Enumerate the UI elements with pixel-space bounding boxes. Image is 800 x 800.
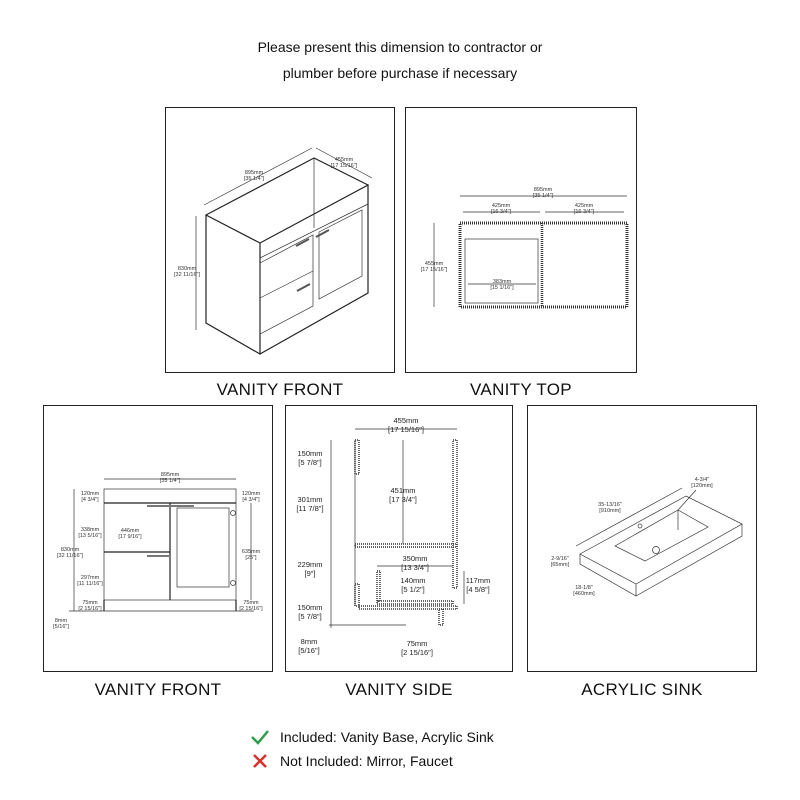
- top-width-mm: 895mm: [534, 187, 553, 193]
- caption-vanity-front-iso: VANITY FRONT: [216, 380, 344, 399]
- front-top-left-mm: 120mm: [81, 491, 100, 497]
- side-drawer-height-in: [5 1/2"]: [401, 585, 425, 594]
- front-drawer2-mm: 297mm: [81, 575, 100, 581]
- sink-bowl-mm: [120mm]: [691, 483, 713, 489]
- panel-vanity-side: 455mm [17 15/16"] 150mm [5 7/8"] 301mm […: [285, 405, 513, 672]
- front-leg-right-in: [2 15/16"]: [239, 606, 263, 612]
- front-width-mm: 895mm: [161, 472, 180, 478]
- sink-drawing: 35-13/16" [910mm] 4-3/4" [120mm] 2-9/16"…: [551, 477, 743, 597]
- vanity-front-drawing: 895mm [35 1/4"] 120mm [4 3/4"] 120mm [4 …: [53, 472, 263, 630]
- legend-included: Included: Vanity Base, Acrylic Sink: [250, 727, 494, 747]
- front-leg-left-mm: 75mm: [82, 600, 98, 606]
- panel-vanity-front-iso: 895mm [35 1/4"] 455mm [17 15/16"] 830mm …: [165, 107, 395, 373]
- side-a-mm: 150mm: [297, 449, 322, 458]
- sink-length-mm: [910mm]: [599, 508, 621, 514]
- side-c-in: [9"]: [304, 569, 315, 578]
- top-right-mm: 425mm: [575, 203, 594, 209]
- sink-thickness-in: 2-9/16": [551, 556, 569, 562]
- instruction-line-1: Please present this dimension to contrac…: [257, 39, 543, 55]
- top-left-mm: 425mm: [492, 203, 511, 209]
- front-drawer-width-mm: 446mm: [121, 528, 140, 534]
- panel-vanity-front: 895mm [35 1/4"] 120mm [4 3/4"] 120mm [4 …: [43, 405, 273, 672]
- panel-acrylic-sink: 35-13/16" [910mm] 4-3/4" [120mm] 2-9/16"…: [527, 405, 757, 672]
- caption-vanity-side: VANITY SIDE: [345, 680, 453, 699]
- front-top-right-in: [4 3/4"]: [242, 497, 260, 503]
- side-b-mm: 301mm: [297, 495, 322, 504]
- side-drawer-depth-in: [13 3/4"]: [401, 563, 429, 572]
- x-icon: [253, 754, 267, 768]
- side-drawer-height-mm: 140mm: [400, 576, 425, 585]
- iso-depth-mm: 455mm: [335, 157, 354, 163]
- top-inner-in: [15 1/16"]: [490, 285, 514, 291]
- front-foot-in: [5/16"]: [53, 624, 69, 630]
- iso-width-mm: 895mm: [245, 170, 264, 176]
- side-depth-in: [17 15/16"]: [388, 425, 424, 434]
- side-inner-in: [17 3/4"]: [389, 495, 417, 504]
- side-leg-in: [2 15/16"]: [401, 648, 433, 657]
- sink-thickness-mm: [65mm]: [551, 562, 570, 568]
- caption-vanity-front: VANITY FRONT: [94, 680, 222, 699]
- front-drawer2-in: [11 11/16"]: [77, 581, 103, 587]
- front-total-mm: 830mm: [61, 547, 80, 553]
- iso-depth-in: [17 15/16"]: [331, 163, 358, 169]
- side-foot-in: [5/16"]: [298, 646, 319, 655]
- side-d-mm: 150mm: [297, 603, 322, 612]
- vanity-top-drawing: 895mm [35 1/4"] 425mm [16 3/4"] 425mm [1…: [421, 187, 629, 309]
- vanity-side-drawing: 455mm [17 15/16"] 150mm [5 7/8"] 301mm […: [296, 416, 490, 657]
- top-inner-mm: 383mm: [493, 279, 512, 285]
- front-drawer-width-in: [17 9/16"]: [118, 534, 142, 540]
- top-left-in: [16 3/4"]: [491, 209, 512, 215]
- iso-height-in: [32 11/16"]: [174, 272, 200, 278]
- side-a-in: [5 7/8"]: [298, 458, 322, 467]
- sink-depth-in: 18-1/8": [575, 585, 593, 591]
- side-drawer-depth-mm: 350mm: [402, 554, 427, 563]
- side-drawer-side-in: [4 5/8"]: [466, 585, 490, 594]
- sink-depth-mm: [460mm]: [573, 591, 595, 597]
- front-drawer1-in: [13 5/16"]: [78, 533, 102, 539]
- front-top-right-mm: 120mm: [242, 491, 261, 497]
- instruction-line-2: plumber before purchase if necessary: [282, 65, 518, 81]
- side-inner-mm: 451mm: [390, 486, 415, 495]
- vanity-iso-drawing: 895mm [35 1/4"] 455mm [17 15/16"] 830mm …: [174, 147, 373, 356]
- caption-acrylic-sink: ACRYLIC SINK: [581, 680, 703, 699]
- side-drawer-side-mm: 117mm: [466, 576, 490, 585]
- front-foot-mm: 8mm: [55, 618, 68, 624]
- front-door-mm: 635mm: [242, 549, 261, 555]
- top-width-in: [35 1/4"]: [533, 193, 554, 199]
- top-depth-mm: 455mm: [425, 261, 444, 267]
- side-b-in: [11 7/8"]: [296, 504, 323, 513]
- front-door-in: [25"]: [245, 555, 257, 561]
- top-right-in: [16 3/4"]: [574, 209, 595, 215]
- not-included-text: Not Included: Mirror, Faucet: [280, 753, 453, 769]
- side-leg-mm: 75mm: [407, 639, 428, 648]
- sink-bowl-in: 4-3/4": [695, 477, 710, 483]
- side-depth-mm: 455mm: [393, 416, 418, 425]
- iso-width-in: [35 1/4"]: [244, 176, 265, 182]
- side-foot-mm: 8mm: [301, 637, 318, 646]
- sink-length-in: 35-13/16": [598, 502, 622, 508]
- front-total-in: [32 11/16"]: [57, 553, 83, 559]
- side-c-mm: 229mm: [297, 560, 322, 569]
- front-leg-right-mm: 75mm: [243, 600, 259, 606]
- legend-not-included: Not Included: Mirror, Faucet: [250, 751, 453, 771]
- front-leg-left-in: [2 15/16"]: [78, 606, 102, 612]
- check-icon: [251, 730, 269, 745]
- top-depth-in: [17 15/16"]: [421, 267, 448, 273]
- front-width-in: [35 1/4"]: [160, 478, 181, 484]
- included-text: Included: Vanity Base, Acrylic Sink: [280, 729, 494, 745]
- panel-vanity-top: 895mm [35 1/4"] 425mm [16 3/4"] 425mm [1…: [405, 107, 637, 373]
- iso-height-mm: 830mm: [178, 266, 197, 272]
- front-drawer1-mm: 338mm: [81, 527, 100, 533]
- front-top-left-in: [4 3/4"]: [81, 497, 99, 503]
- caption-vanity-top: VANITY TOP: [470, 380, 572, 399]
- side-d-in: [5 7/8"]: [298, 612, 322, 621]
